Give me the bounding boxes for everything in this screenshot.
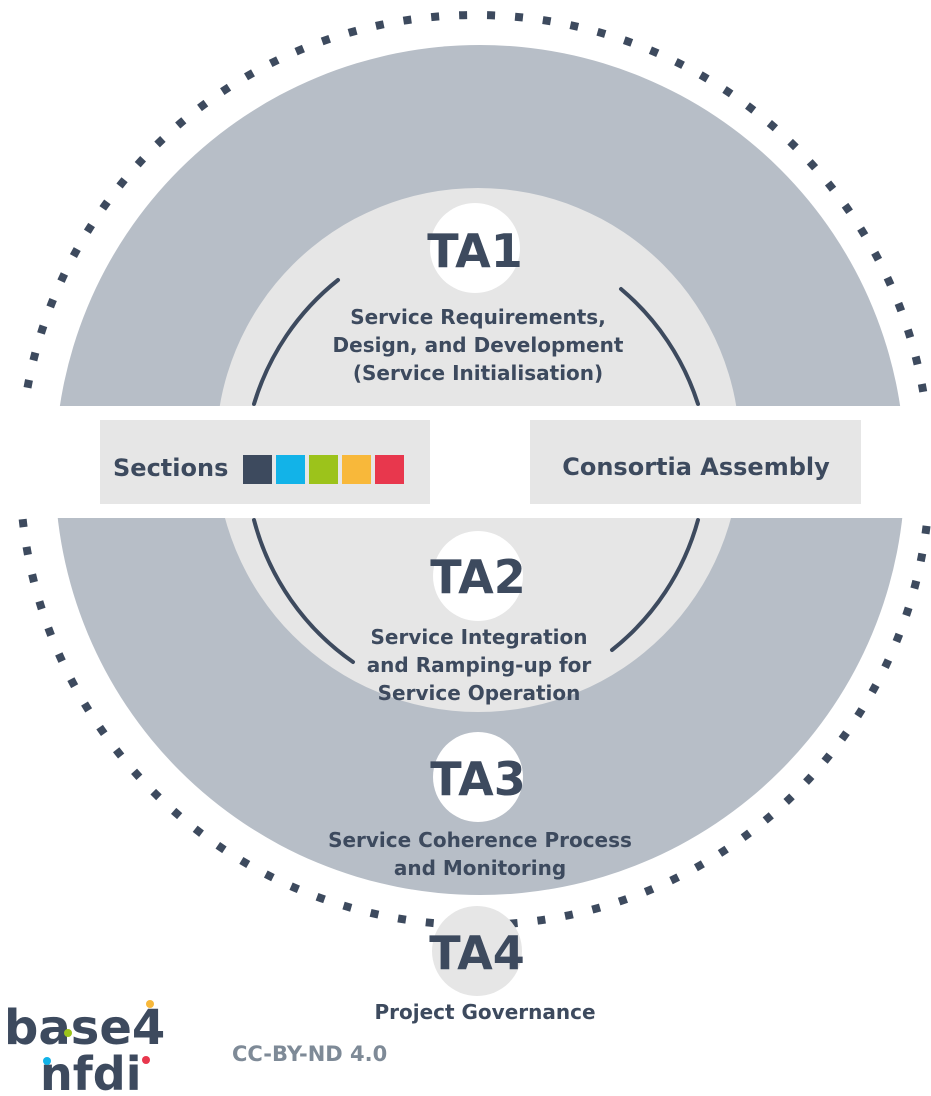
ta3-title: TA3 — [430, 752, 525, 806]
logo-text-nfdi: nfdi — [40, 1047, 141, 1096]
arc-bottom-right — [610, 518, 700, 652]
ta1-title: TA1 — [427, 224, 522, 278]
ta2-badge — [433, 531, 523, 621]
ta1-desc-line: (Service Initialisation) — [353, 361, 603, 385]
section-swatch — [243, 455, 272, 484]
ta2-desc-line: Service Integration — [371, 625, 588, 649]
section-swatch — [342, 455, 371, 484]
logo-text-base4: base4 — [4, 1000, 165, 1056]
ta1-desc-line: Design, and Development — [333, 333, 624, 357]
ta2-desc-line: Service Operation — [378, 681, 581, 705]
ta2-title: TA2 — [430, 550, 525, 604]
section-swatch — [276, 455, 305, 484]
license-text: CC-BY-ND 4.0 — [232, 1042, 387, 1066]
ta3-badge — [433, 732, 523, 822]
logo-dot-yellow — [146, 1000, 154, 1008]
sections-label: Sections — [113, 454, 228, 482]
ta2-desc-line: and Ramping-up for — [367, 653, 592, 677]
consortia-assembly-box — [530, 420, 861, 504]
base4nfdi-logo: base4 nfdi — [4, 1000, 165, 1096]
ta4-badge — [432, 906, 522, 996]
arc-bottom-left — [252, 518, 355, 664]
section-swatch — [375, 455, 404, 484]
ta4-desc-line: Project Governance — [374, 1000, 595, 1024]
consortia-assembly-label: Consortia Assembly — [562, 453, 830, 481]
section-swatch — [309, 455, 338, 484]
logo-dot-blue — [43, 1057, 51, 1065]
arc-top-left — [252, 278, 340, 406]
ta3-desc-line: and Monitoring — [394, 856, 566, 880]
logo-dot-green — [64, 1029, 72, 1037]
section-color-swatches — [243, 455, 404, 484]
logo-dot-red — [142, 1056, 150, 1064]
ta4-title: TA4 — [429, 926, 524, 980]
ta3-desc-line: Service Coherence Process — [328, 828, 632, 852]
arc-top-right — [619, 287, 700, 406]
ta1-badge — [430, 203, 520, 293]
ta1-desc-line: Service Requirements, — [350, 305, 606, 329]
